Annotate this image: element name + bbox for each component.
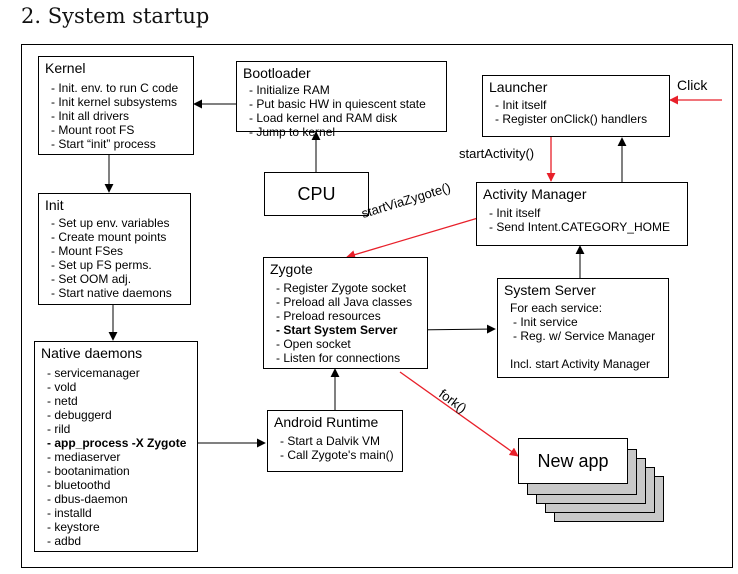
start-activity-label: startActivity()	[459, 146, 535, 161]
list-item: keystore	[47, 520, 186, 534]
system-server-box: System Server For each service: Init ser…	[497, 278, 669, 378]
system-server-footer: Incl. start Activity Manager	[510, 357, 651, 371]
activity-manager-box: Activity Manager Init itself Send Intent…	[476, 182, 688, 246]
new-app-box: New app	[518, 438, 628, 484]
box-title: Native daemons	[41, 345, 143, 361]
list-item: Initialize RAM	[249, 83, 426, 97]
box-title: Android Runtime	[274, 414, 379, 430]
list-item: Reg. w/ Service Manager	[513, 329, 655, 343]
cpu-box: CPU	[264, 172, 369, 216]
box-title: Kernel	[45, 60, 86, 76]
list-item: adbd	[47, 534, 186, 548]
list-item: Preload all Java classes	[276, 295, 412, 309]
cpu-label: CPU	[297, 184, 336, 204]
init-box: Init Set up env. variables Create mount …	[38, 193, 191, 305]
launcher-box: Launcher Init itself Register onClick() …	[482, 75, 670, 137]
box-title: Activity Manager	[483, 186, 587, 202]
page-heading: 2. System startup	[21, 4, 210, 28]
list-item: installd	[47, 506, 186, 520]
list-item: Mount root FS	[51, 123, 178, 137]
android-runtime-box: Android Runtime Start a Dalvik VM Call Z…	[267, 410, 403, 472]
bootloader-box: Bootloader Initialize RAM Put basic HW i…	[236, 61, 447, 139]
list-item: Create mount points	[51, 230, 172, 244]
new-app-label: New app	[537, 451, 609, 471]
list-item: Start System Server	[276, 323, 412, 337]
list-item: Register onClick() handlers	[495, 112, 647, 126]
list-item: netd	[47, 394, 186, 408]
list-item: Start a Dalvik VM	[280, 434, 394, 448]
list-item: servicemanager	[47, 366, 186, 380]
kernel-box: Kernel Init. env. to run C code Init ker…	[38, 56, 194, 155]
list-item: debuggerd	[47, 408, 186, 422]
list-item: Put basic HW in quiescent state	[249, 97, 425, 111]
list-item: Init service	[513, 315, 655, 329]
list-item: Init itself	[489, 206, 670, 220]
arrow-activity-manager-to-zygote	[346, 217, 479, 260]
list-item: rild	[47, 422, 186, 436]
list-item: Load kernel and RAM disk	[249, 111, 426, 125]
click-label: Click	[677, 77, 708, 93]
list-item: Init all drivers	[51, 109, 178, 123]
list-item: Register Zygote socket	[276, 281, 412, 295]
list-item: Start native daemons	[51, 286, 171, 300]
list-item: Set OOM adj.	[51, 272, 172, 286]
list-item: vold	[47, 380, 186, 394]
list-item: Open socket	[276, 337, 412, 351]
list-item: mediaserver	[47, 450, 186, 464]
zygote-box: Zygote Register Zygote socket Preload al…	[263, 257, 428, 369]
box-title: Launcher	[489, 79, 548, 95]
list-item: Preload resources	[276, 309, 412, 323]
list-item: Init kernel subsystems	[51, 95, 178, 109]
diagram-frame	[21, 44, 733, 568]
system-server-intro: For each service:	[510, 301, 603, 315]
list-item: Jump to kernel	[249, 125, 426, 139]
list-item: bootanimation	[47, 464, 186, 478]
native-daemons-box: Native daemons servicemanager vold netd …	[34, 341, 198, 552]
list-item: app_process -X Zygote	[47, 436, 186, 450]
list-item: dbus-daemon	[47, 492, 186, 506]
box-title: Zygote	[270, 261, 313, 277]
list-item: Set up FS perms.	[51, 258, 172, 272]
list-item: Listen for connections	[276, 351, 412, 365]
list-item: Set up env. variables	[51, 216, 172, 230]
list-item: Send Intent.CATEGORY_HOME	[489, 220, 670, 234]
box-title: System Server	[504, 282, 596, 298]
list-item: Call Zygote's main()	[280, 448, 393, 462]
list-item: Mount FSes	[51, 244, 172, 258]
list-item: Init itself	[495, 98, 647, 112]
box-title: Init	[45, 197, 64, 213]
box-title: Bootloader	[243, 65, 311, 81]
list-item: Init. env. to run C code	[51, 81, 178, 95]
list-item: bluetoothd	[47, 478, 186, 492]
arrow-zygote-fork-to-new-app	[399, 371, 519, 457]
list-item: Start “init” process	[51, 137, 178, 151]
